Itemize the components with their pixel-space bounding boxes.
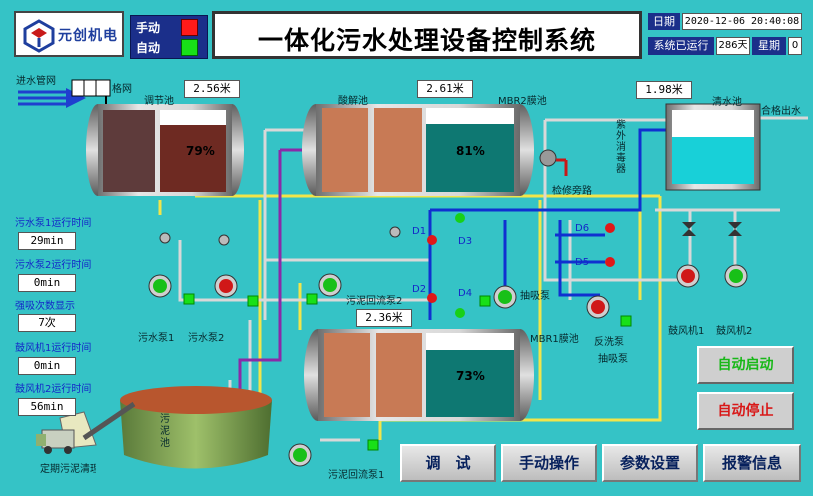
blue-pipes: [428, 128, 670, 320]
suction-pump2-label: 抽吸泵: [598, 354, 628, 365]
mbr2-level: 2.61米: [417, 80, 473, 98]
truck-icon: [36, 401, 136, 454]
sludge-tank: [120, 386, 272, 469]
mbr1-level: 2.36米: [356, 309, 412, 327]
auto-indicator[interactable]: [181, 39, 198, 56]
outlet-label: 合格出水: [761, 106, 801, 117]
runtime-label: 系统已运行: [648, 37, 714, 55]
blower2-runtime-value: 56min: [18, 398, 76, 416]
truck-label: 定期污泥清理: [40, 464, 96, 475]
blower2-label: 鼓风机2: [716, 326, 753, 337]
valve-d2-label: D2: [412, 284, 427, 295]
clear-tank-name: 清水池: [712, 97, 742, 108]
manual-indicator[interactable]: [181, 19, 198, 36]
inlet-arrow: [18, 88, 86, 108]
valve-d3-label: D3: [458, 236, 473, 247]
adjust-tank: [86, 104, 244, 196]
page-title: 一体化污水处理设备控制系统: [257, 26, 596, 55]
manual-label: 手动: [136, 21, 161, 35]
blower2-runtime-label: 鼓风机2运行时间: [15, 384, 92, 395]
logo-panel: 元创机电: [14, 11, 124, 57]
valve-d6-label: D6: [575, 223, 590, 234]
clear-level: 1.98米: [636, 81, 692, 99]
mbr2-tank-name: MBR2膜池: [498, 96, 547, 107]
acid-tank-name: 酸解池: [338, 96, 368, 107]
debug-button[interactable]: 调 试: [400, 444, 496, 482]
blower1-runtime-label: 鼓风机1运行时间: [15, 343, 92, 354]
auto-start-button[interactable]: 自动启动: [697, 346, 794, 384]
sludge-tank-name: 污泥池: [160, 414, 170, 449]
brand-name: 元创机电: [58, 28, 118, 44]
adjust-tank-name: 调节池: [144, 96, 174, 107]
valve-d5-label: D5: [575, 257, 590, 268]
pump2-runtime-value: 0min: [18, 274, 76, 292]
valve-icons: [159, 149, 742, 318]
uv-label: 紫外消毒器: [616, 120, 626, 175]
suction-pump-label: 抽吸泵: [520, 291, 550, 302]
clear-tank: [665, 103, 761, 191]
adjust-percent: 79%: [186, 144, 215, 158]
return-pump2-label: 污泥回流泵2: [346, 296, 403, 307]
mode-panel: 手动 自动: [130, 15, 208, 59]
alarm-info-button[interactable]: 报警信息: [703, 444, 801, 482]
pump-icons: [148, 264, 748, 467]
grid-label: 格网: [112, 84, 132, 95]
pump1-runtime-label: 污水泵1运行时间: [15, 218, 92, 229]
grid-screen: [71, 79, 111, 97]
suction-count-label: 强吸次数显示: [15, 301, 75, 312]
blower1-label: 鼓风机1: [668, 326, 705, 337]
title-panel: 一体化污水处理设备控制系统: [212, 11, 642, 59]
pump2-runtime-label: 污水泵2运行时间: [15, 260, 92, 271]
date-label: 日期: [648, 13, 680, 30]
status-lamps: [183, 293, 632, 451]
purple-pipes: [238, 148, 305, 395]
runtime-value: 286天: [716, 37, 750, 55]
backwash-pump-label: 反洗泵: [594, 337, 624, 348]
manual-operation-button[interactable]: 手动操作: [501, 444, 597, 482]
auto-label: 自动: [136, 41, 161, 55]
pump1-runtime-value: 29min: [18, 232, 76, 250]
valve-d4-label: D4: [458, 288, 473, 299]
return-pump1-label: 污泥回流泵1: [328, 470, 385, 481]
week-value: 0: [788, 37, 802, 55]
mbr2-percent: 81%: [456, 144, 485, 158]
inlet-pipe-label: 进水管网: [16, 76, 56, 87]
mbr1-percent: 73%: [456, 369, 485, 383]
mbr1-tank-name: MBR1膜池: [530, 334, 579, 345]
auto-stop-button[interactable]: 自动停止: [697, 392, 794, 430]
parameter-settings-button[interactable]: 参数设置: [602, 444, 698, 482]
bypass-label: 检修旁路: [552, 186, 592, 197]
pump1-label: 污水泵1: [138, 333, 175, 344]
adjust-level: 2.56米: [184, 80, 240, 98]
blower1-runtime-value: 0min: [18, 357, 76, 375]
pump2-label: 污水泵2: [188, 333, 225, 344]
date-value: 2020-12-06 20:40:08: [682, 13, 802, 30]
acid-mbr2-tank: [302, 104, 534, 196]
valve-d1-label: D1: [412, 226, 427, 237]
suction-count-value: 7次: [18, 314, 76, 332]
logo-icon: [23, 19, 55, 53]
mbr1-tank: [304, 329, 534, 421]
info-panel: 日期 2020-12-06 20:40:08 系统已运行 286天 星期 0: [648, 11, 804, 57]
week-label: 星期: [752, 37, 786, 55]
